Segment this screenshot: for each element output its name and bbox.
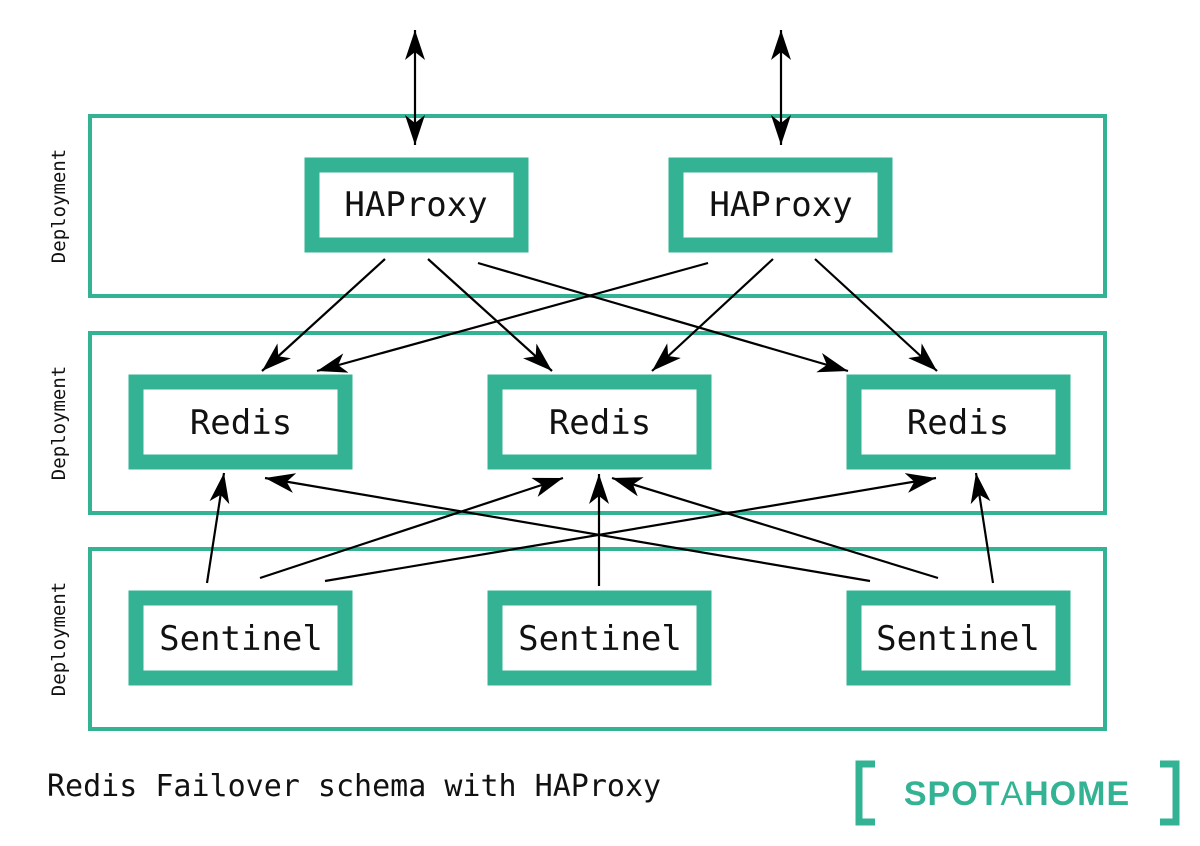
redis-node: Redis	[487, 374, 712, 470]
sentinel-to-redis-arrow	[205, 472, 230, 584]
sentinel-label: Sentinel	[159, 619, 323, 659]
sentinel-node: Sentinel	[487, 590, 712, 686]
haproxy-to-redis-arrow	[477, 261, 849, 373]
redis-node: Redis	[128, 374, 353, 470]
redis-label: Redis	[907, 403, 1009, 443]
deployment-group-haproxy	[88, 114, 1107, 298]
spotahome-logo: SPOTAHOME	[855, 760, 1180, 826]
redis-label: Redis	[190, 403, 292, 443]
logo-wordmark: SPOTAHOME	[904, 775, 1130, 813]
sentinel-node: Sentinel	[846, 590, 1071, 686]
haproxy-to-redis-arrow	[651, 258, 774, 372]
haproxy-to-redis-arrow	[427, 258, 553, 372]
diagram-caption: Redis Failover schema with HAProxy	[47, 769, 662, 804]
haproxy-to-redis-arrow	[261, 258, 386, 372]
logo-left-bracket	[855, 760, 875, 826]
haproxy-to-redis-arrow	[814, 258, 938, 372]
deployment-group-sentinel	[88, 547, 1107, 731]
deployment-label: Deployment	[48, 366, 70, 480]
haproxy-label: HAProxy	[344, 185, 487, 225]
sentinel-to-redis-arrow	[611, 476, 939, 580]
haproxy-label: HAProxy	[709, 185, 852, 225]
sentinel-label: Sentinel	[518, 619, 682, 659]
deployment-group-redis	[88, 331, 1107, 515]
sentinel-label: Sentinel	[876, 619, 1040, 659]
haproxy-node: HAProxy	[668, 157, 893, 253]
haproxy-to-redis-arrow	[316, 261, 709, 373]
redis-label: Redis	[549, 403, 651, 443]
sentinel-node: Sentinel	[128, 590, 353, 686]
sentinel-to-redis-arrow	[264, 473, 871, 583]
haproxy-node: HAProxy	[304, 157, 529, 253]
redis-node: Redis	[846, 374, 1071, 470]
sentinel-to-redis-arrow	[970, 472, 995, 584]
sentinel-to-redis-arrow	[259, 476, 564, 580]
deployment-label: Deployment	[48, 149, 70, 263]
sentinel-to-redis-arrow	[324, 473, 937, 583]
deployment-label: Deployment	[48, 582, 70, 696]
logo-right-bracket	[1160, 760, 1180, 826]
